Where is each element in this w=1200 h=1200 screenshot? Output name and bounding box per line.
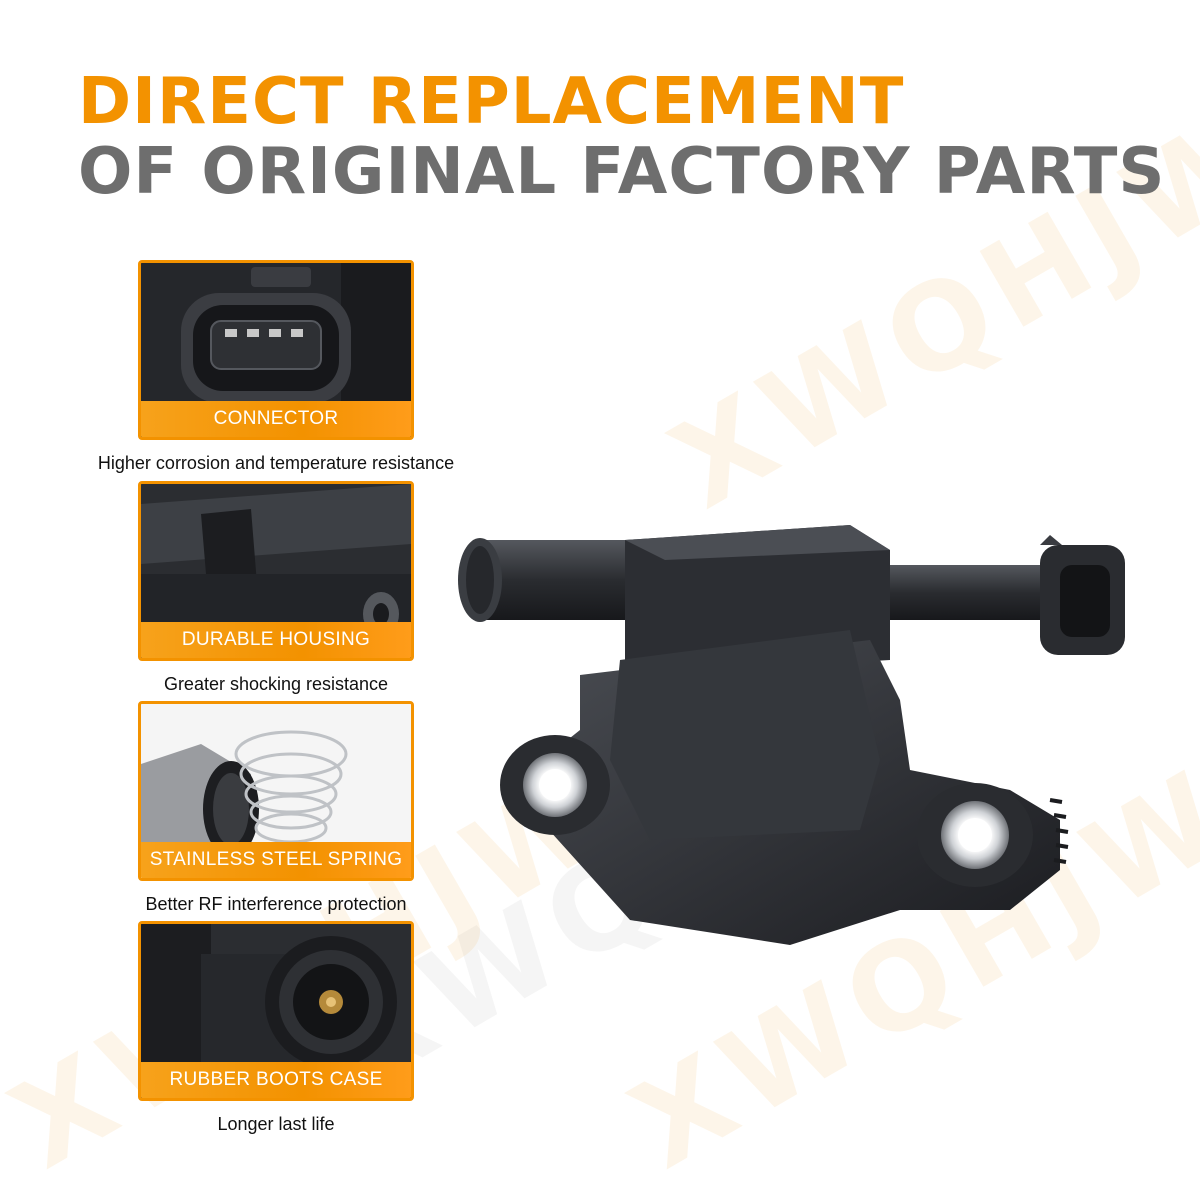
ignition-coil-icon xyxy=(458,525,1125,945)
feature-caption: Higher corrosion and temperature resista… xyxy=(97,453,455,473)
connector-closeup-icon xyxy=(141,263,411,437)
headline-line-2: OF ORIGINAL FACTORY PARTS xyxy=(78,135,1166,209)
feature-housing: DURABLE HOUSING Greater shocking resista… xyxy=(138,481,414,694)
feature-panel: DURABLE HOUSING xyxy=(138,481,414,661)
feature-spring: STAINLESS STEEL SPRING Better RF interfe… xyxy=(138,701,414,914)
feature-panel: RUBBER BOOTS CASE xyxy=(138,921,414,1101)
feature-boot: RUBBER BOOTS CASE Longer last life xyxy=(138,921,414,1134)
feature-panel: CONNECTOR xyxy=(138,260,414,440)
headline: DIRECT REPLACEMENT OF ORIGINAL FACTORY P… xyxy=(78,70,1165,204)
feature-label: RUBBER BOOTS CASE xyxy=(141,1062,411,1098)
ignition-coil-product xyxy=(450,500,1150,975)
feature-caption: Longer last life xyxy=(217,1114,335,1134)
feature-panel: STAINLESS STEEL SPRING xyxy=(138,701,414,881)
feature-label: DURABLE HOUSING xyxy=(141,622,411,658)
feature-connector: CONNECTOR Higher corrosion and temperatu… xyxy=(98,260,454,473)
feature-label: STAINLESS STEEL SPRING xyxy=(141,842,411,878)
feature-caption: Better RF interference protection xyxy=(145,894,407,914)
feature-caption: Greater shocking resistance xyxy=(163,674,389,694)
feature-label: CONNECTOR xyxy=(141,401,411,437)
headline-line-1: DIRECT REPLACEMENT xyxy=(78,65,905,139)
